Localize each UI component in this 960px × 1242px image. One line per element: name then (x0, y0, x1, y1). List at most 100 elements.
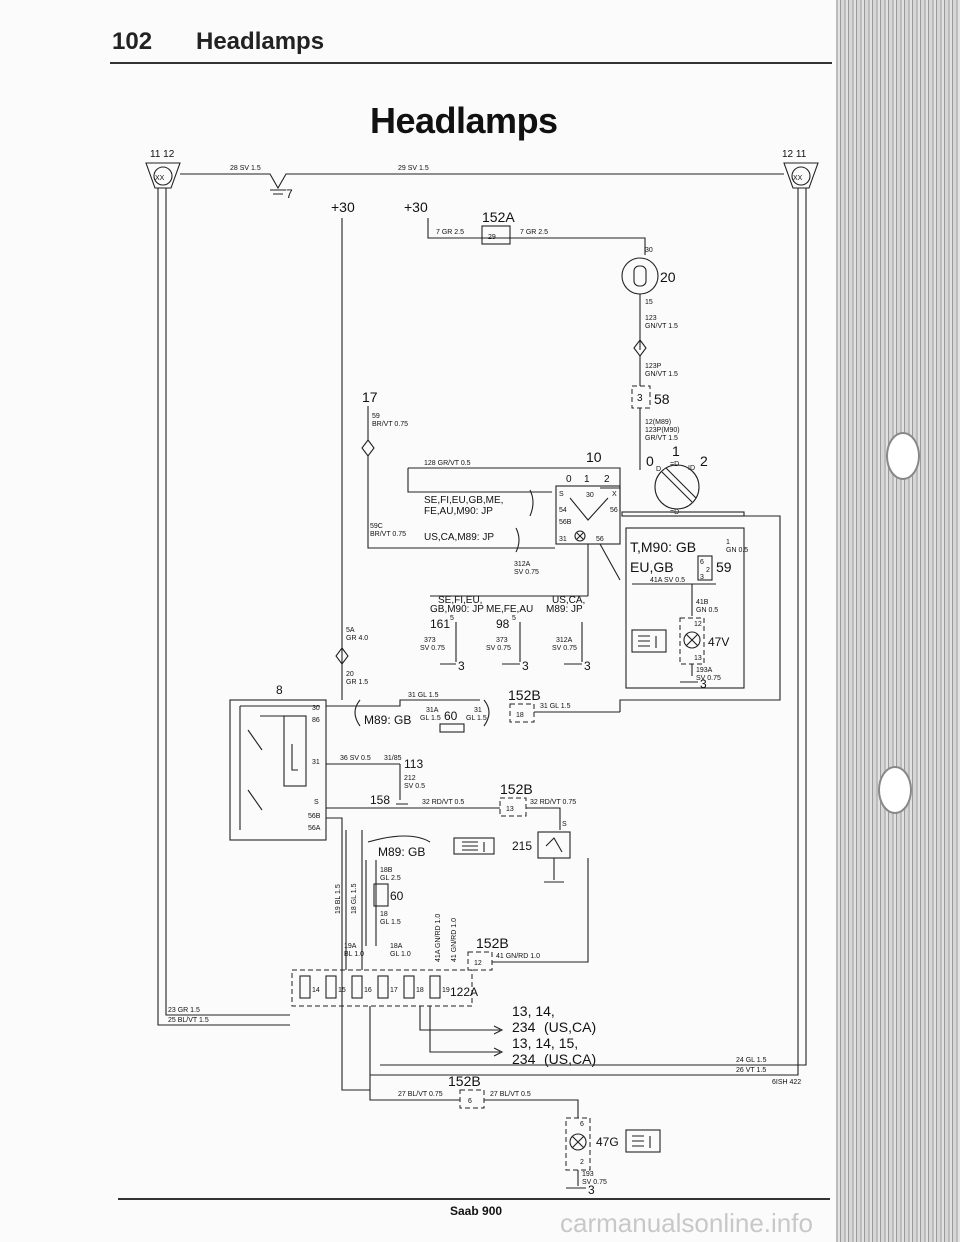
relay-switch-icon (247, 729, 263, 811)
switch-position: 0 (646, 453, 654, 469)
wire-label: GR/VT 1.5 (645, 435, 678, 442)
ground-number: 7 (286, 187, 293, 201)
wire-label: 123P(M90) (645, 427, 680, 434)
pin-label: 56A (308, 825, 321, 832)
component-60-icon (439, 723, 465, 733)
pin-label: 5 (450, 615, 454, 622)
box-return-wire (619, 515, 781, 712)
splice-icon (361, 439, 375, 457)
rotary-knob-icon (654, 464, 700, 510)
market-label: EU,GB (630, 559, 674, 575)
component-number: 10 (586, 449, 602, 465)
wire-label: 59C (370, 523, 383, 530)
market-group-label: GB,M90: JP (430, 604, 484, 615)
market-group-label: SE,FI,EU, (438, 595, 482, 606)
connector-pin-icon (403, 975, 415, 999)
page-number: 102 (112, 28, 153, 55)
market-group-label: ME,FE,AU (486, 604, 533, 615)
pin-label: 31 (559, 536, 567, 543)
connector-122a: 14 15 16 17 18 19 122A (291, 969, 478, 1007)
relay-wiring (239, 705, 343, 840)
wire-label: 31A (426, 707, 439, 714)
wire-label: SV 0.75 (582, 1179, 607, 1186)
variant-brace (367, 835, 431, 843)
wire-label: GN 0.5 (726, 547, 748, 554)
wire-label: 5A (346, 627, 355, 634)
pin-label: 86 (312, 717, 320, 724)
indicator-symbol-icon (625, 1129, 661, 1153)
wire-59c (367, 456, 555, 549)
lamp-cross-icon (685, 633, 699, 647)
wire-label: 193 (582, 1171, 594, 1178)
pin-label: X (612, 491, 617, 498)
fuse-icon (459, 1089, 485, 1109)
destination-label: (US,CA) (544, 1051, 596, 1067)
wire-label: SV 0.75 (486, 645, 511, 652)
wire-label: 20 (346, 671, 354, 678)
component-number: 47G (596, 1135, 619, 1149)
indicator-contact-icon (545, 837, 563, 853)
variant-brace (529, 489, 534, 517)
ground-point-right: 12 11 XX (782, 149, 819, 189)
wire-label: 27 BL/VT 0.5 (490, 1091, 531, 1098)
relay-8: 8 30 86 31 S 56B 56A (229, 683, 343, 841)
wire-label: 36 SV 0.5 (340, 755, 371, 762)
connector-60-icon (373, 883, 389, 907)
wire-label: SV 0.5 (404, 783, 425, 790)
pin-label: 15 (645, 299, 653, 306)
switch-position: 1 (672, 443, 680, 459)
wire-label: GL 2.5 (380, 875, 401, 882)
lamp-47g: 6 47G 2 193 SV 0.75 3 (565, 1117, 661, 1197)
variant-label: FE,AU,M90: JP (424, 506, 493, 517)
ground-number: 3 (458, 659, 465, 673)
switch-position: 2 (700, 453, 708, 469)
wire-label: 18 GL 1.5 (351, 883, 358, 914)
variant-label: M89: GB (378, 845, 425, 859)
market-box: T,M90: GB 1 GN 0.5 EU,GB 6 2 3 59 41A SV… (621, 511, 748, 691)
wire-label: 193A (696, 667, 713, 674)
component-number: 158 (370, 793, 390, 807)
fuse-out-wire (510, 237, 646, 255)
wire-20-down (341, 840, 370, 1091)
wire-dest-1 (419, 1006, 500, 1031)
wire-label: 212 (404, 775, 416, 782)
wire-label: 41A SV 0.5 (650, 577, 685, 584)
connector-pin-icon (377, 975, 389, 999)
destination-label: 234 (512, 1051, 536, 1067)
publication-name: Saab 900 (450, 1204, 503, 1218)
connector-pin-icon (429, 975, 441, 999)
wire-label: GR 4.0 (346, 635, 368, 642)
component-number: 59 (716, 559, 732, 575)
fuse-icon (467, 951, 493, 971)
headlamp-beam-icon (462, 841, 485, 852)
wire-label: 18 (380, 911, 388, 918)
drawing-code: 6ISH 422 (772, 1079, 801, 1086)
pin-label: 30 (312, 705, 320, 712)
wire-label: 31 (474, 707, 482, 714)
variant-brace (515, 527, 520, 553)
wire-label: 123P (645, 363, 662, 370)
wire-label: BR/VT 0.75 (372, 421, 408, 428)
wire-25 (165, 188, 290, 1016)
wire-label: 23 GR 1.5 (168, 1007, 200, 1014)
wire-label: 373 (496, 637, 508, 644)
wire-31 (326, 699, 480, 707)
wire-label: 41A GN/RD 1.0 (435, 914, 442, 962)
wire-label: GN/VT 1.5 (645, 323, 678, 330)
wire-label: 18B (380, 867, 393, 874)
pin-label: 56B (308, 813, 321, 820)
component-number: 113 (404, 757, 423, 771)
connector-58-icon (631, 385, 651, 409)
wire-label: 32 RD/VT 0.5 (422, 799, 464, 806)
wire-label: SV 0.75 (514, 569, 539, 576)
pin-label: 19 (442, 987, 450, 994)
relay-number: 161 (430, 617, 450, 631)
wire-dest-2 (429, 1006, 500, 1053)
section-title: Headlamps (196, 28, 325, 55)
fuse-pin: 13 (506, 806, 514, 813)
ground-symbol-icon (396, 803, 408, 809)
switch-lamp-cross-icon (576, 532, 584, 540)
diagram-title: Headlamps (370, 100, 558, 141)
market-group-label: US,CA, (552, 595, 585, 606)
pin-label: 13 (694, 655, 702, 662)
